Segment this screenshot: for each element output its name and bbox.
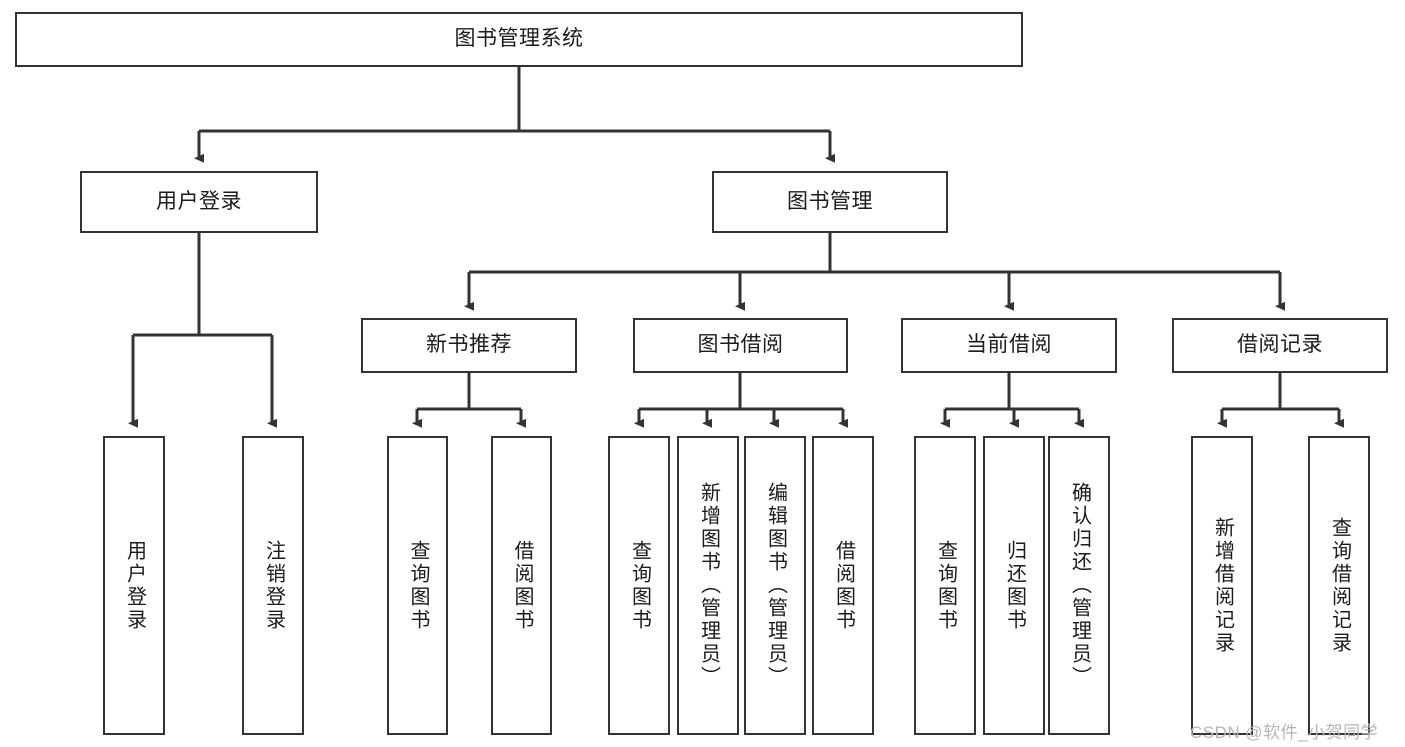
leaf-recommend-query-book[interactable]: 查询图书 — [387, 436, 448, 735]
leaf-user-login-signin[interactable]: 用户登录 — [103, 436, 165, 735]
leaf-recommend-borrow-book[interactable]: 借阅图书 — [491, 436, 552, 735]
leaf-current-query-book[interactable]: 查询图书 — [914, 436, 976, 735]
node-borrow-record[interactable]: 借阅记录 — [1172, 318, 1388, 373]
node-book-borrow[interactable]: 图书借阅 — [633, 318, 848, 373]
leaf-record-add-record[interactable]: 新增借阅记录 — [1191, 436, 1253, 735]
node-label: 确认归还（管理员） — [1068, 482, 1091, 689]
node-label: 查询图书 — [934, 539, 957, 632]
leaf-record-query-record[interactable]: 查询借阅记录 — [1308, 436, 1370, 735]
leaf-borrow-borrow-book[interactable]: 借阅图书 — [812, 436, 874, 735]
node-label: 图书管理系统 — [454, 27, 584, 51]
node-current-borrow[interactable]: 当前借阅 — [901, 318, 1117, 373]
node-book-management[interactable]: 图书管理 — [712, 171, 948, 233]
node-label: 新增图书（管理员） — [697, 482, 720, 689]
node-user-login[interactable]: 用户登录 — [80, 171, 318, 233]
node-label: 当前借阅 — [966, 333, 1052, 357]
node-label: 新增借阅记录 — [1211, 516, 1234, 655]
node-label: 图书借阅 — [697, 333, 784, 357]
node-label: 查询图书 — [407, 539, 429, 632]
node-root-system[interactable]: 图书管理系统 — [15, 12, 1023, 67]
csdn-watermark: CSDN @软件_小贺同学 — [1190, 723, 1379, 742]
node-label: 用户登录 — [156, 189, 242, 213]
node-label: 借阅记录 — [1237, 333, 1323, 357]
leaf-borrow-add-book-admin[interactable]: 新增图书（管理员） — [677, 436, 739, 735]
leaf-borrow-edit-book-admin[interactable]: 编辑图书（管理员） — [744, 436, 806, 735]
node-new-book-recommend[interactable]: 新书推荐 — [361, 318, 577, 373]
leaf-current-return-book[interactable]: 归还图书 — [983, 436, 1045, 735]
node-label: 借阅图书 — [832, 539, 855, 632]
leaf-user-login-signout[interactable]: 注销登录 — [242, 436, 304, 735]
node-label: 归还图书 — [1003, 539, 1026, 632]
node-label: 用户登录 — [123, 539, 146, 632]
leaf-current-confirm-return-admin[interactable]: 确认归还（管理员） — [1048, 436, 1110, 735]
node-label: 查询图书 — [628, 539, 651, 632]
leaf-borrow-query-book[interactable]: 查询图书 — [608, 436, 670, 735]
node-label: 查询借阅记录 — [1328, 516, 1351, 655]
node-label: 编辑图书（管理员） — [764, 482, 787, 689]
node-label: 图书管理 — [787, 189, 873, 213]
node-label: 借阅图书 — [511, 539, 533, 632]
node-label: 新书推荐 — [426, 333, 512, 357]
node-label: 注销登录 — [262, 539, 285, 632]
